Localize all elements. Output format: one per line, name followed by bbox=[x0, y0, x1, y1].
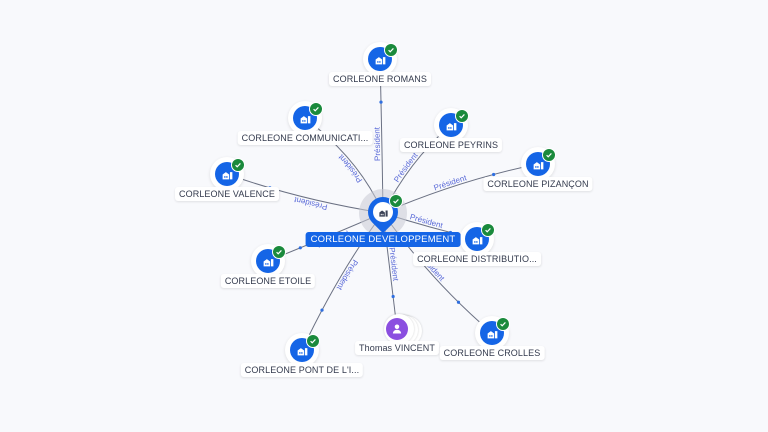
node-label[interactable]: CORLEONE CROLLES bbox=[439, 346, 545, 360]
person-icon bbox=[386, 318, 408, 340]
edge-arrow-icon bbox=[379, 100, 383, 104]
node-label[interactable]: CORLEONE ETOILE bbox=[220, 274, 316, 288]
verified-check-icon bbox=[455, 109, 469, 123]
edge-arrow-icon bbox=[391, 294, 395, 299]
company-icon bbox=[373, 202, 393, 222]
edge-label-pizancon: Président bbox=[433, 173, 469, 192]
verified-check-icon bbox=[481, 223, 495, 237]
verified-check-icon bbox=[496, 317, 510, 331]
verified-check-icon bbox=[272, 245, 286, 259]
verified-check-icon bbox=[231, 158, 245, 172]
edge-label-romans: Président bbox=[373, 126, 383, 161]
node-label[interactable]: CORLEONE PONT DE L'I... bbox=[240, 363, 364, 377]
edge-label-distribution: Président bbox=[409, 212, 445, 230]
edge-arrow-icon bbox=[298, 246, 302, 250]
company-icon bbox=[526, 152, 550, 176]
node-label[interactable]: CORLEONE ROMANS bbox=[328, 72, 432, 86]
node-label[interactable]: CORLEONE PEYRINS bbox=[399, 138, 503, 152]
edge-label-peyrins: Président bbox=[392, 150, 420, 184]
node-label[interactable]: CORLEONE VALENCE bbox=[175, 187, 279, 201]
edge-label-thomas: Président bbox=[387, 247, 400, 282]
node-label[interactable]: CORLEONE PIZANÇON bbox=[483, 177, 593, 191]
verified-check-icon bbox=[384, 43, 398, 57]
edge-label-communication: Président bbox=[336, 152, 364, 184]
node-label[interactable]: CORLEONE DISTRIBUTIO... bbox=[413, 252, 541, 266]
center-node-label[interactable]: CORLEONE DEVELOPPEMENT bbox=[305, 232, 461, 247]
edge-arrow-icon bbox=[320, 308, 324, 312]
edge-arrow-icon bbox=[492, 172, 496, 177]
verified-check-icon bbox=[309, 102, 323, 116]
verified-check-icon bbox=[542, 148, 556, 162]
edge-arrow-icon bbox=[456, 300, 461, 304]
node-label[interactable]: Thomas VINCENT bbox=[355, 341, 439, 355]
edge-label-valence: Président bbox=[292, 195, 328, 212]
verified-check-icon bbox=[306, 334, 320, 348]
edge-label-pont: Président bbox=[334, 258, 359, 292]
verified-check-icon bbox=[389, 194, 403, 208]
node-label[interactable]: CORLEONE COMMUNICATI... bbox=[237, 131, 373, 145]
